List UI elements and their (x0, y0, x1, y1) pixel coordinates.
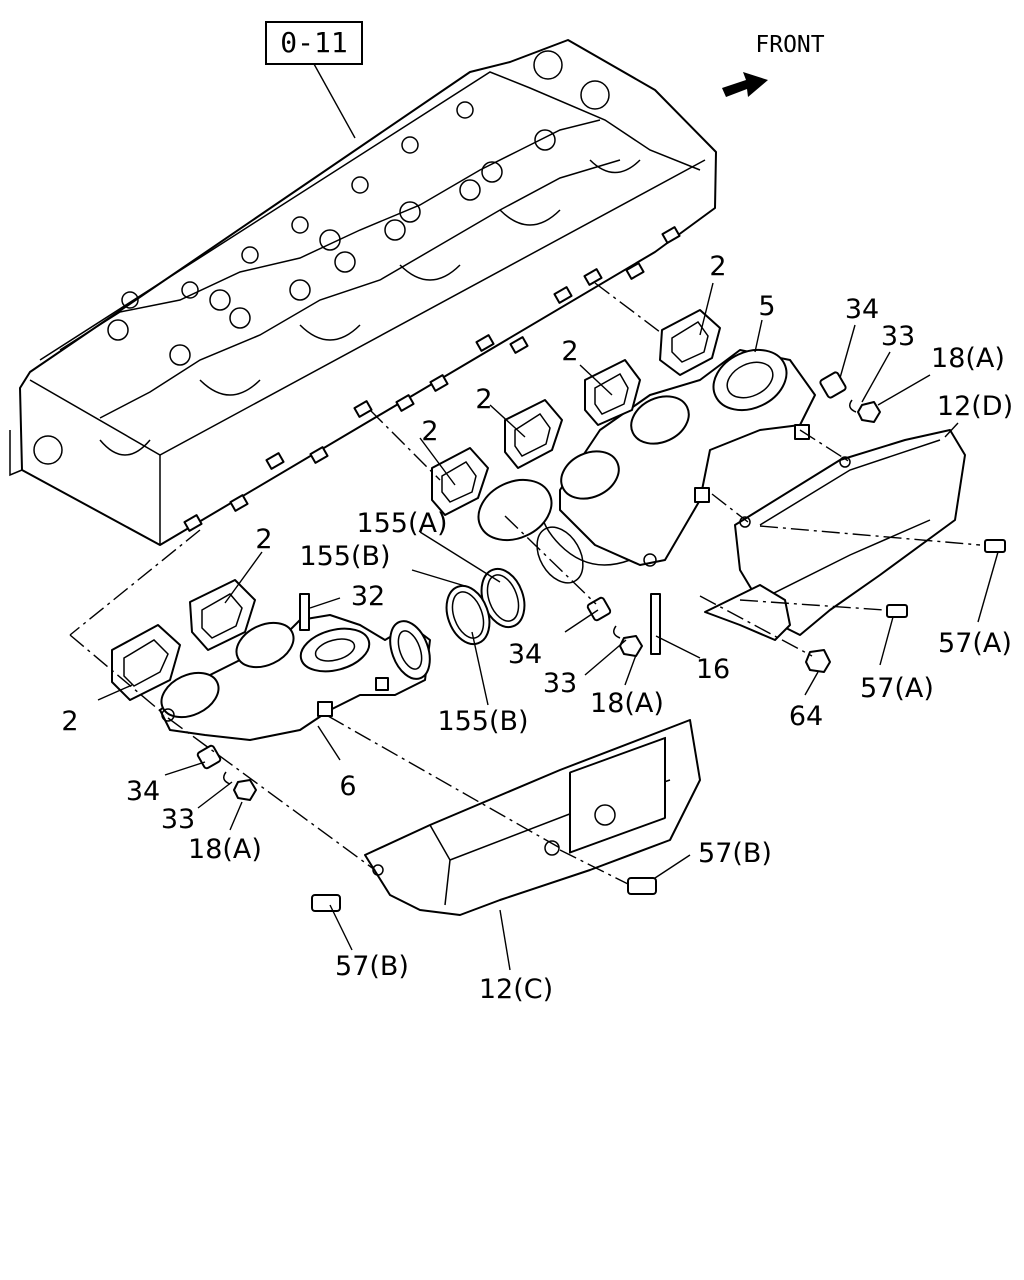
callout-57b: 57(B) (335, 951, 409, 982)
leader-lines (97, 282, 999, 971)
assembly-lines (69, 282, 981, 885)
reference-box-label: 0-11 (280, 26, 347, 59)
callout-2: 2 (475, 384, 492, 415)
callout-2: 2 (61, 706, 78, 737)
callout-33: 33 (881, 321, 915, 352)
callout-57a: 57(A) (860, 673, 934, 704)
callout-5: 5 (758, 291, 775, 322)
manifold-gaskets (111, 309, 721, 701)
front-label: FRONT (755, 32, 824, 58)
callout-18a: 18(A) (188, 834, 262, 865)
callout-34: 34 (126, 776, 160, 807)
callout-12d: 12(D) (937, 391, 1013, 422)
front-arrow-icon (722, 72, 768, 97)
seal-rings (445, 567, 526, 646)
front-direction-indicator: FRONT (722, 32, 825, 97)
callout-16: 16 (696, 654, 730, 685)
valve-seats (107, 50, 610, 366)
callout-155a: 155(A) (356, 508, 447, 539)
front-exhaust-manifold (159, 614, 431, 741)
heat-shield-rear (704, 429, 966, 641)
callout-18a: 18(A) (931, 343, 1005, 374)
cylinder-head (9, 39, 717, 546)
callout-57a: 57(A) (938, 628, 1012, 659)
callout-155b: 155(B) (299, 541, 390, 572)
studs (299, 593, 661, 655)
reference-callout-box: 0-11 (265, 21, 363, 139)
callout-2: 2 (421, 416, 438, 447)
manifold-studs (183, 226, 681, 532)
callout-32: 32 (351, 581, 385, 612)
callout-155b: 155(B) (437, 706, 528, 737)
rear-exhaust-manifold (477, 348, 816, 584)
callout-2: 2 (561, 336, 578, 367)
callout-6: 6 (339, 771, 356, 802)
callout-33: 33 (161, 804, 195, 835)
callout-57b: 57(B) (698, 838, 772, 869)
callout-2: 2 (709, 251, 726, 282)
callout-64: 64 (789, 701, 823, 732)
callout-2: 2 (255, 524, 272, 555)
heat-shield-front (364, 719, 701, 916)
callout-34: 34 (845, 294, 879, 325)
callout-12c: 12(C) (479, 974, 553, 1005)
callout-18a: 18(A) (590, 688, 664, 719)
callout-33: 33 (543, 668, 577, 699)
part-callouts: 2 5 34 33 18(A) 12(D) 2 2 2 155(A) 155(B… (61, 251, 1013, 1005)
bolts (311, 539, 1006, 912)
callout-34: 34 (508, 639, 542, 670)
